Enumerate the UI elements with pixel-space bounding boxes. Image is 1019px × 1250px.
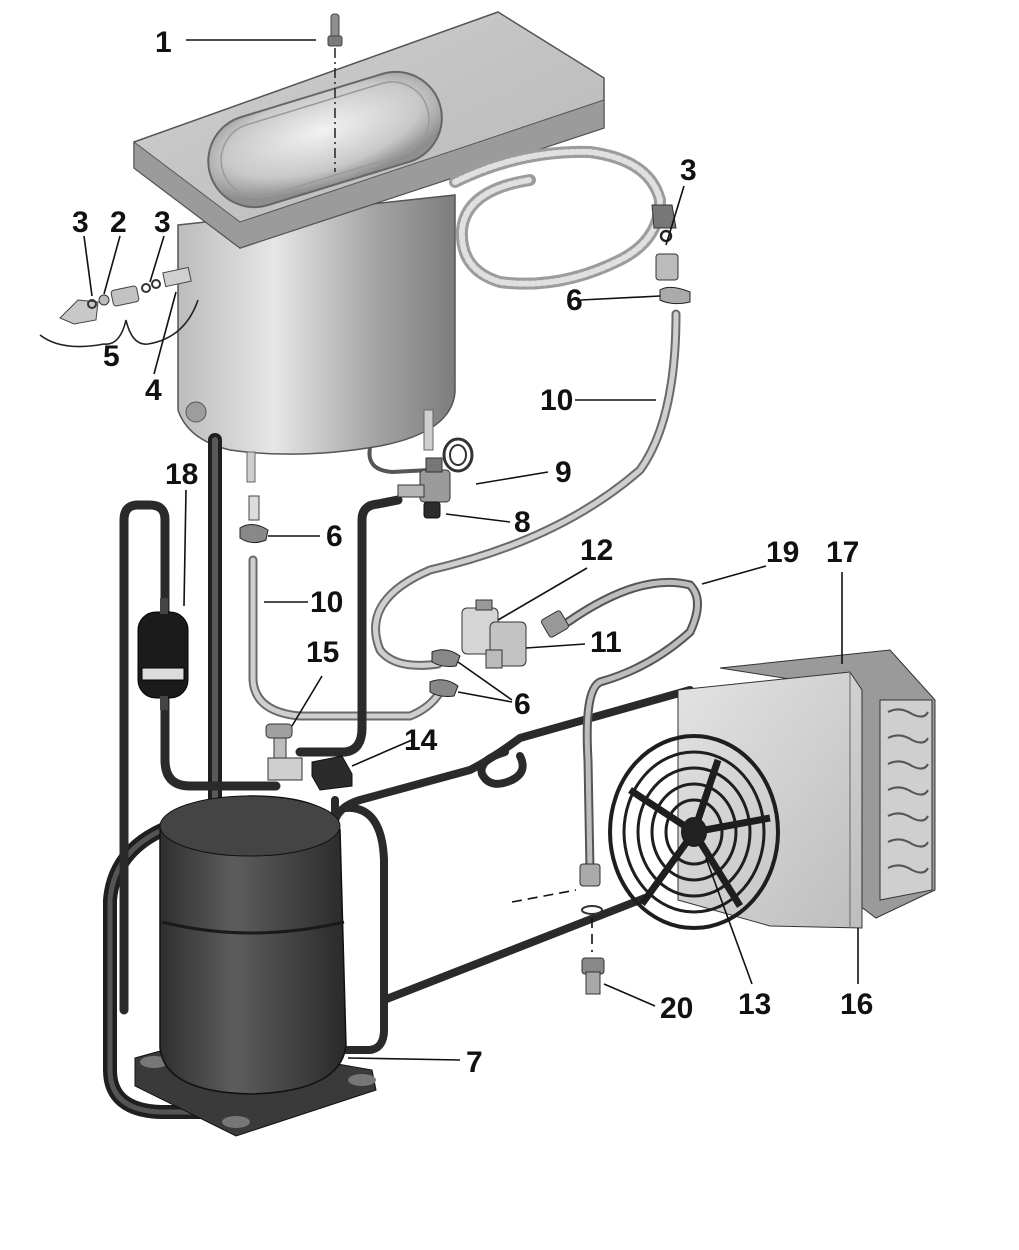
service-valve-15 [265,723,303,781]
fan-guard [608,734,780,930]
callout-14: 14 [404,724,438,757]
callout-7: 7 [466,1046,483,1079]
tank-stub-right [423,409,434,451]
sink-bowl [207,70,443,209]
callout-13: 13 [738,988,771,1021]
callout-3-left-b: 3 [154,206,171,239]
clamp-6-valve-lower [429,679,459,697]
callout-18: 18 [165,458,198,491]
fitting-20 [511,889,605,995]
drain-outlet [185,401,207,423]
callout-4: 4 [145,374,162,407]
callout-6-left: 6 [326,520,343,553]
tank-body [177,194,456,455]
callout-9: 9 [555,456,572,489]
callout-19: 19 [766,536,799,569]
filter-drier [137,598,189,710]
expansion-valve [367,437,474,519]
condenser-fins [887,708,929,874]
refrigerant-lines [103,433,694,1119]
callout-15: 15 [306,636,339,669]
callout-10-left: 10 [310,586,343,619]
solenoid-valve [461,599,527,669]
part-5-inlet-fitting-set [39,266,199,348]
clamp-6-valve-upper [431,649,461,667]
callout-labels: 1 3 3 2 3 6 5 4 10 18 9 8 6 12 19 17 10 … [72,26,873,1079]
callout-2: 2 [110,206,127,239]
callout-1: 1 [155,26,172,59]
flex-tubing [248,309,681,721]
part-1-stem [327,13,343,172]
callout-3-hose: 3 [680,154,697,187]
tank-assembly [133,11,605,483]
coiled-drain-hose [449,145,691,305]
callout-11: 11 [590,626,622,659]
tank-stub-left [246,451,256,483]
drainboard-edge [133,99,605,249]
water-supply-hose [541,577,702,887]
callout-6-valve: 6 [514,688,531,721]
clamp-6-left [239,524,269,544]
callout-16: 16 [840,988,873,1021]
callout-17: 17 [826,536,859,569]
relay-14 [311,755,353,791]
callout-5: 5 [103,340,120,373]
callout-6-hose: 6 [566,284,583,317]
callout-12: 12 [580,534,613,567]
compressor [134,795,377,1137]
leader-lines [83,39,859,1061]
callout-8: 8 [514,506,531,539]
callout-20: 20 [660,992,693,1025]
callout-10-right: 10 [540,384,573,417]
callout-3-left-a: 3 [72,206,89,239]
condenser-assembly [608,649,936,930]
